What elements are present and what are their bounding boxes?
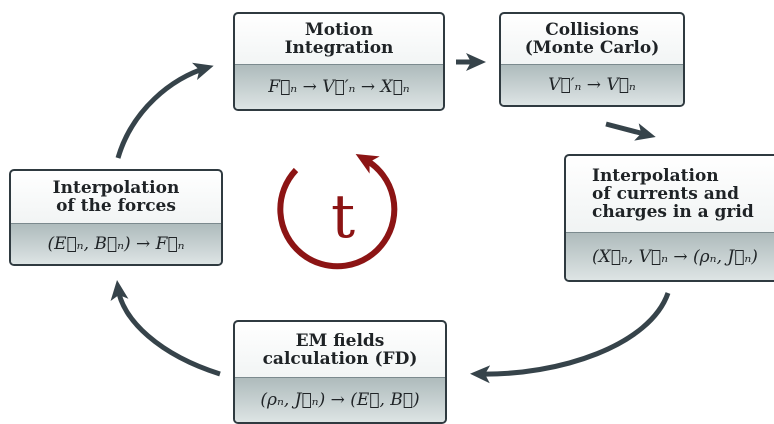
- title-line: EM fields: [295, 330, 385, 351]
- interpolation-currents-box: Interpolation of currents and charges in…: [564, 154, 774, 282]
- title-line: calculation (FD): [262, 348, 418, 369]
- title-line: Interpolation: [592, 166, 719, 186]
- interpolation-forces-box: Interpolation of the forces (E⃗ₙ, B⃗ₙ) →…: [9, 169, 223, 266]
- interpolation-forces-title: Interpolation of the forces: [11, 171, 221, 223]
- em-fields-title: EM fields calculation (FD): [235, 322, 445, 377]
- collisions-box: Collisions (Monte Carlo) V⃗′ₙ → V⃗ₙ: [499, 12, 685, 107]
- title-line: of currents and: [592, 184, 739, 204]
- arrow-collisions-to-currents: [605, 121, 656, 141]
- arrow-forces-to-motion: [115, 62, 214, 159]
- title-line: charges in a grid: [592, 202, 754, 222]
- title-line: Integration: [284, 38, 394, 58]
- title-line: of the forces: [56, 196, 176, 216]
- title-line: (Monte Carlo): [524, 38, 660, 58]
- collisions-formula: V⃗′ₙ → V⃗ₙ: [501, 64, 683, 105]
- interpolation-currents-title: Interpolation of currents and charges in…: [566, 156, 774, 232]
- em-fields-box: EM fields calculation (FD) (ρₙ, J⃗ₙ) → (…: [233, 320, 447, 424]
- title-line: Interpolation: [52, 178, 180, 198]
- interpolation-currents-formula: (X⃗ₙ, V⃗ₙ → (ρₙ, J⃗ₙ): [566, 232, 774, 280]
- title-line: Collisions: [545, 20, 639, 40]
- em-fields-formula: (ρₙ, J⃗ₙ) → (E⃗, B⃗): [235, 377, 445, 422]
- collisions-title: Collisions (Monte Carlo): [501, 14, 683, 64]
- motion-integration-title: Motion Integration: [235, 14, 443, 64]
- arrow-em-fields-to-forces: [110, 280, 221, 377]
- motion-integration-box: Motion Integration F⃗ₙ → V⃗′ₙ → X⃗ₙ: [233, 12, 445, 111]
- time-label: t: [330, 182, 356, 252]
- motion-integration-formula: F⃗ₙ → V⃗′ₙ → X⃗ₙ: [235, 64, 443, 109]
- interpolation-forces-formula: (E⃗ₙ, B⃗ₙ) → F⃗ₙ: [11, 223, 221, 264]
- time-cycle-arrow: [277, 153, 398, 270]
- title-line: Motion: [304, 20, 374, 40]
- arrow-currents-to-em-fields: [470, 292, 671, 384]
